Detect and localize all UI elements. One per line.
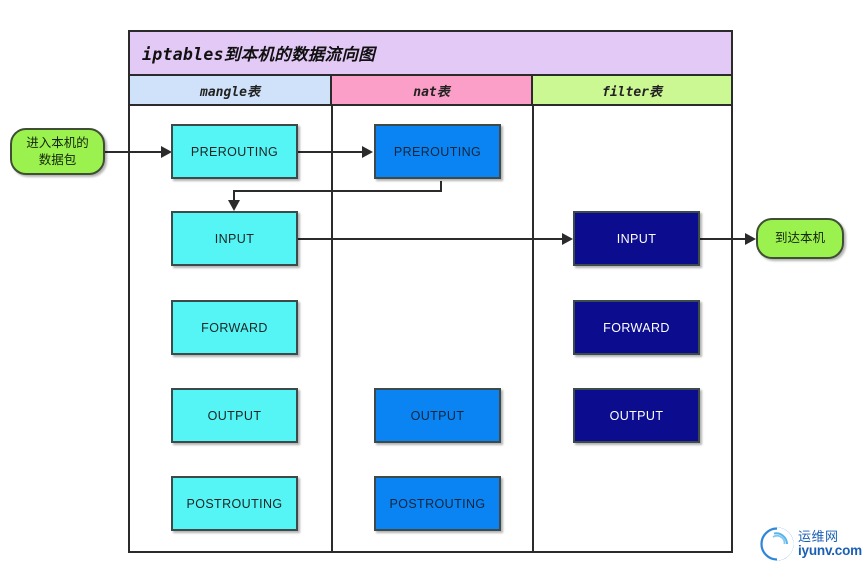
wire-into-mangle-input [233, 190, 235, 205]
chain-box-mangle-output[interactable]: OUTPUT [171, 388, 298, 443]
column-divider-nat-filter [532, 106, 534, 553]
watermark-en: iyunv.com [798, 542, 862, 558]
chain-box-filter-forward[interactable]: FORWARD [573, 300, 700, 355]
column-header-mangle-label: mangle表 [200, 84, 260, 100]
chain-box-mangle-forward[interactable]: FORWARD [171, 300, 298, 355]
arrowhead-to-exit [745, 233, 756, 245]
chain-box-mangle-prerouting[interactable]: PREROUTING [171, 124, 298, 179]
chain-label: INPUT [616, 231, 657, 246]
arrowhead-entry-to-mangle-prerouting [161, 146, 172, 158]
arrowhead-into-mangle-input [228, 200, 240, 211]
terminal-entry-line-1: 进入本机的 [26, 135, 89, 150]
diagram-title-bar: iptables到本机的数据流向图 [130, 32, 731, 76]
terminal-entry-line-2: 数据包 [38, 152, 77, 167]
chain-label: OUTPUT [410, 408, 465, 423]
column-divider-mangle-nat [331, 106, 333, 553]
arrowhead-mangle-to-nat-prerouting [362, 146, 373, 158]
chain-box-nat-output[interactable]: OUTPUT [374, 388, 501, 443]
column-header-mangle: mangle表 [130, 76, 332, 106]
diagram-frame [128, 30, 733, 553]
column-header-filter-label: filter表 [602, 84, 662, 100]
wire-nat-prerouting-down [440, 181, 442, 192]
column-header-nat-label: nat表 [413, 84, 450, 100]
chain-label: POSTROUTING [186, 496, 283, 511]
chain-box-mangle-input[interactable]: INPUT [171, 211, 298, 266]
column-header-nat: nat表 [332, 76, 533, 106]
terminal-exit-node: 到达本机 [756, 218, 844, 259]
chain-label: FORWARD [603, 320, 670, 335]
chain-box-filter-output[interactable]: OUTPUT [573, 388, 700, 443]
wire-mangle-to-nat-prerouting [298, 151, 364, 153]
terminal-exit-label: 到达本机 [774, 231, 825, 246]
watermark-cn: 运维网 [798, 529, 839, 545]
chain-box-mangle-postrouting[interactable]: POSTROUTING [171, 476, 298, 531]
chain-label: OUTPUT [609, 408, 664, 423]
chain-label: POSTROUTING [389, 496, 486, 511]
arrowhead-to-filter-input [562, 233, 573, 245]
chain-label: FORWARD [201, 320, 268, 335]
page-title: iptables到本机的数据流向图 [142, 45, 376, 64]
chain-box-nat-postrouting[interactable]: POSTROUTING [374, 476, 501, 531]
watermark: 运维网 iyunv.com [757, 519, 862, 569]
chain-label: OUTPUT [207, 408, 262, 423]
chain-box-filter-input[interactable]: INPUT [573, 211, 700, 266]
iyunv-logo-icon [757, 524, 797, 564]
wire-entry-to-mangle-prerouting [105, 151, 163, 153]
chain-label: PREROUTING [393, 144, 482, 159]
chain-label: PREROUTING [190, 144, 279, 159]
column-header-filter: filter表 [533, 76, 731, 106]
wire-mangle-input-to-filter-input [298, 238, 566, 240]
wire-filter-input-to-exit [700, 238, 748, 240]
terminal-entry-node: 进入本机的 数据包 [10, 128, 105, 175]
watermark-text: 运维网 iyunv.com [798, 530, 862, 558]
wire-nat-prerouting-to-mangle-input [233, 190, 442, 192]
chain-label: INPUT [214, 231, 255, 246]
chain-box-nat-prerouting[interactable]: PREROUTING [374, 124, 501, 179]
